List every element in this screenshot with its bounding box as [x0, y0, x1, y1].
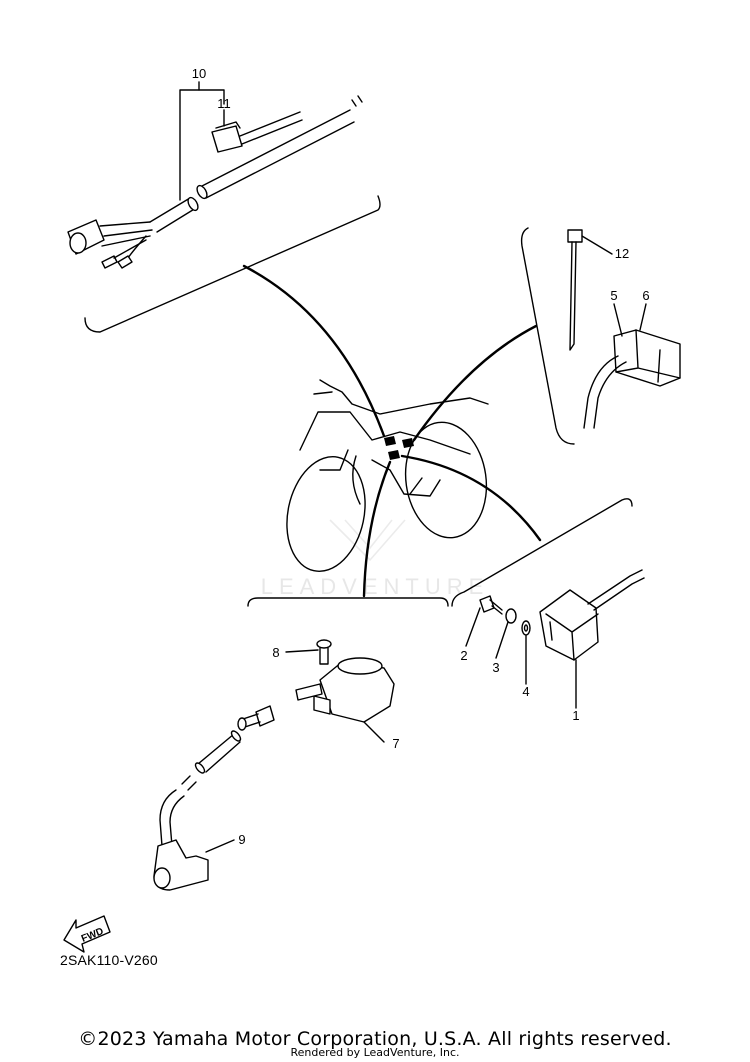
callout-3: 3 [492, 660, 499, 675]
leadventure-watermark: LEADVENTURE [261, 519, 490, 599]
relay-part-5-6 [583, 329, 681, 429]
harness-coupler [67, 219, 153, 255]
callout-6: 6 [642, 288, 649, 303]
ignition-coil-part-7 [295, 657, 395, 723]
callout-11: 11 [217, 96, 231, 111]
callout-2: 2 [460, 648, 467, 663]
wire-harness-panel [67, 81, 381, 333]
bolt-part-2 [479, 595, 503, 615]
svg-text:LEADVENTURE: LEADVENTURE [261, 574, 490, 599]
rendered-by-note: Rendered by LeadVenture, Inc. [290, 1046, 460, 1059]
callout-8: 8 [272, 645, 279, 660]
callout-1: 1 [572, 708, 579, 723]
relay-panel [520, 227, 681, 445]
callout-leaders [205, 109, 647, 853]
leader-lines [242, 264, 542, 598]
forward-arrow-icon: FWD [63, 915, 111, 953]
cdi-panel-frame [451, 498, 633, 607]
bullet-terminals [101, 235, 147, 269]
callout-7: 7 [392, 736, 399, 751]
diagram-code: 2SAK110-V260 [60, 952, 158, 968]
ignition-panel-frame [247, 597, 449, 607]
callout-12: 12 [615, 246, 629, 261]
connector-part-11 [211, 111, 303, 153]
callout-9: 9 [238, 832, 245, 847]
washer-part-4 [521, 620, 531, 636]
cdi-unit-part-1 [539, 569, 645, 661]
callout-4: 4 [522, 684, 529, 699]
motorcycle-outline [286, 379, 489, 572]
screw-part-8 [316, 639, 332, 665]
copyright-notice: ©2023 Yamaha Motor Corporation, U.S.A. A… [78, 1028, 672, 1050]
cable-tie-part-12 [567, 229, 583, 351]
nut-part-3 [505, 608, 517, 624]
callout-numbers: 10 11 12 5 6 2 3 4 1 8 7 9 [192, 66, 650, 847]
callout-10: 10 [192, 66, 206, 81]
spark-plug-cap-part-9 [153, 705, 275, 891]
callout-5: 5 [610, 288, 617, 303]
